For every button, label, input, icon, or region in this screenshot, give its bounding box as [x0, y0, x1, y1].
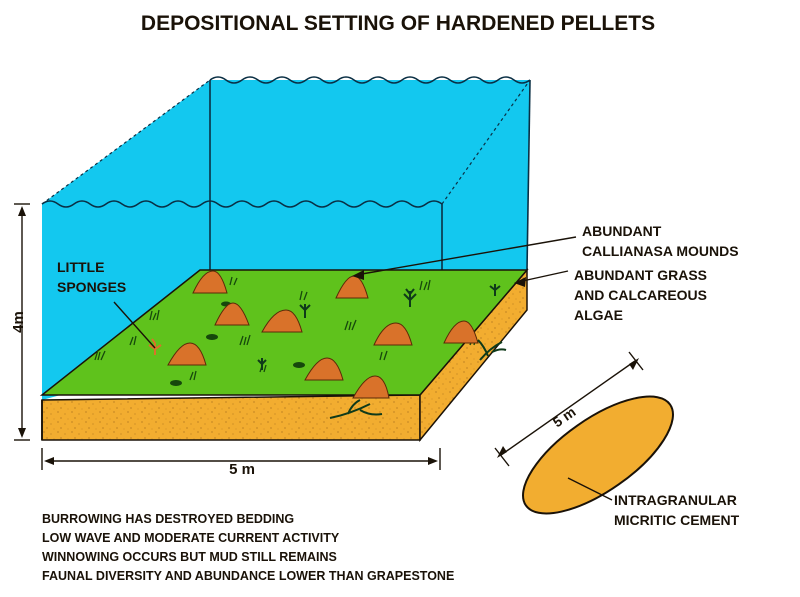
grass-arrow	[514, 277, 526, 287]
callianasa-mounds	[167, 270, 479, 399]
height-label: 4m	[10, 311, 27, 333]
height-dimension	[14, 203, 30, 441]
pellet-grain	[522, 395, 674, 515]
callianasa-label: ABUNDANT CALLIANASA MOUNDS	[582, 223, 739, 259]
little-sponges-label: LITTLE SPONGES	[57, 259, 126, 295]
callianasa-arrow	[352, 270, 364, 280]
sediment-block	[41, 267, 528, 443]
notes-list: BURROWING HAS DESTROYED BEDDING LOW WAVE…	[42, 512, 454, 583]
width-dimension	[41, 448, 441, 470]
calcareous-algae	[257, 284, 507, 419]
pellet-length-dimension	[494, 351, 644, 467]
sponge-icon	[148, 338, 162, 355]
pellet-length-label: 5 m	[550, 403, 579, 430]
leader-lines	[113, 236, 613, 501]
grass-algae-label: ABUNDANT GRASS AND CALCAREOUS ALGAE	[574, 267, 711, 323]
diagram-title: DEPOSITIONAL SETTING OF HARDENED PELLETS	[141, 12, 655, 35]
width-label: 5 m	[229, 461, 255, 478]
cement-label: INTRAGRANULAR MICRITIC CEMENT	[614, 492, 741, 528]
